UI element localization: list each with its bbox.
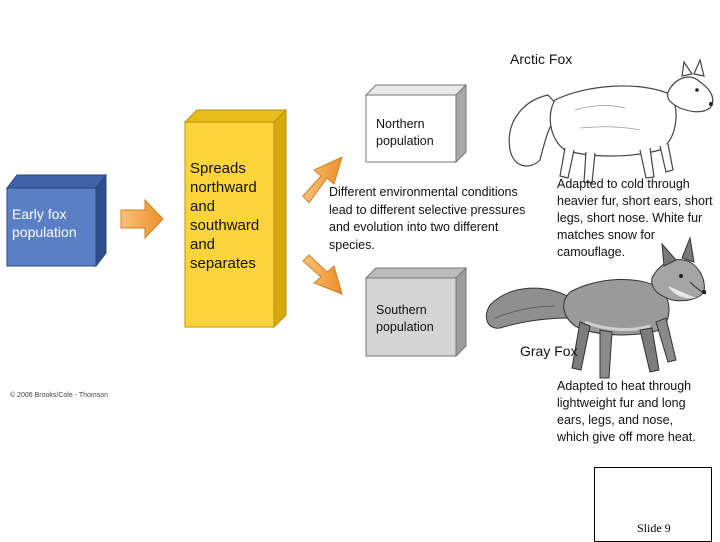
copyright-note: © 2006 Brooks/Cole - Thomson [10, 392, 109, 399]
arctic-fox-title: Arctic Fox [510, 51, 573, 67]
environment-text: Different environmental conditions lead … [329, 185, 526, 252]
southern-population-box [364, 266, 468, 358]
slide-number-box: Slide 9 [594, 467, 712, 542]
northern-population-label: Northern population [376, 117, 434, 148]
northern-population-box [364, 83, 468, 164]
spread-box [183, 108, 288, 329]
early-population-box [5, 173, 108, 268]
southern-population-label: Southern population [376, 303, 434, 334]
gray-fox-description: Adapted to heat through lightweight fur … [557, 379, 696, 444]
early-population-label: Early fox population [12, 206, 77, 240]
arrow-right [120, 198, 164, 240]
slide-number: Slide 9 [637, 521, 671, 535]
spread-label: Spreads northward and southward and sepa… [190, 160, 260, 272]
arctic-fox-illustration [508, 58, 714, 184]
arrow-down-right [302, 254, 343, 295]
gray-fox-illustration [485, 236, 707, 379]
arrow-up-right [302, 156, 343, 204]
arctic-fox-description: Adapted to cold through heavier fur, sho… [557, 177, 713, 259]
gray-fox-title: Gray Fox [520, 343, 578, 359]
